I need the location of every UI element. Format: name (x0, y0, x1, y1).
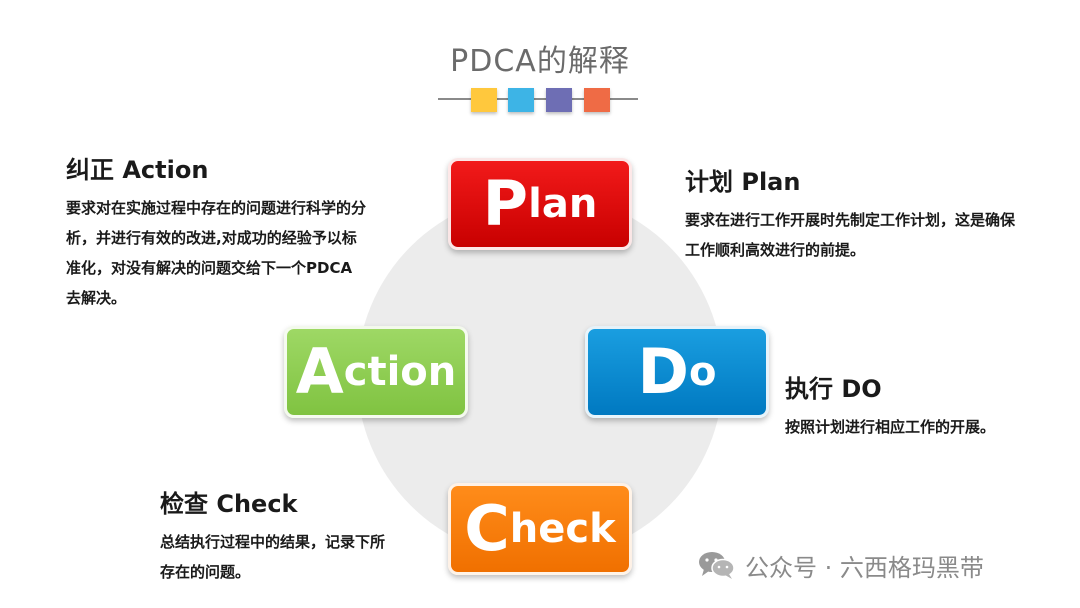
do-card-initial: D (637, 335, 689, 408)
plan-body: 要求在进行工作开展时先制定工作计划，这是确保工作顺利高效进行的前提。 (685, 211, 1016, 259)
plan-card-initial: P (482, 167, 529, 240)
action-description: 纠正 Action 要求对在实施过程中存在的问题进行科学的分析，并进行有效的改进… (66, 150, 366, 313)
check-card-rest: heck (509, 506, 616, 552)
watermark: 公众号 · 六西格玛黑带 (697, 547, 984, 583)
check-card-initial: C (464, 492, 510, 565)
do-heading: 执行 DO (785, 375, 882, 403)
watermark-text: 公众号 · 六西格玛黑带 (745, 553, 984, 582)
do-description: 执行 DO 按照计划进行相应工作的开展。 (785, 369, 1015, 442)
check-body: 总结执行过程中的结果，记录下所存在的问题。 (160, 533, 386, 581)
action-card-rest: ction (343, 349, 457, 395)
action-card-initial: A (295, 335, 344, 408)
title-underline (438, 98, 638, 100)
plan-card-rest: lan (528, 181, 598, 227)
plan-description: 计划 Plan 要求在进行工作开展时先制定工作计划，这是确保工作顺利高效进行的前… (685, 162, 1015, 265)
do-body: 按照计划进行相应工作的开展。 (785, 418, 996, 436)
decor-square-orange (584, 88, 610, 112)
check-heading: 检查 Check (160, 490, 298, 518)
check-description: 检查 Check 总结执行过程中的结果，记录下所存在的问题。 (160, 484, 390, 587)
action-body: 要求对在实施过程中存在的问题进行科学的分析，并进行有效的改进,对成功的经验予以标… (66, 199, 367, 307)
plan-heading: 计划 Plan (685, 168, 801, 196)
action-heading: 纠正 Action (66, 156, 209, 184)
decor-square-yellow (471, 88, 497, 112)
page-title: PDCA的解释 (450, 44, 630, 79)
decor-square-blue (508, 88, 534, 112)
decor-square-purple (546, 88, 572, 112)
wechat-icon (699, 552, 735, 579)
do-card-rest: o (688, 349, 717, 395)
